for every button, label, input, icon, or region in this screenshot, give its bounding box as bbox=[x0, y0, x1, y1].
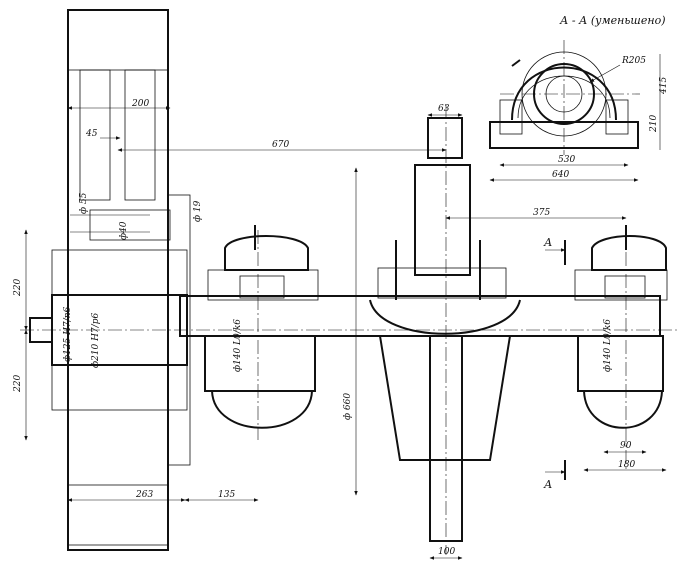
left-bearing bbox=[204, 225, 319, 440]
center-gear bbox=[369, 105, 521, 555]
section-letter-top: А bbox=[543, 236, 552, 249]
dim-660: ф 660 bbox=[343, 393, 353, 420]
dim-135: 135 bbox=[218, 490, 235, 500]
dim-200: 200 bbox=[131, 99, 149, 109]
dim-220-bottom: 220 bbox=[13, 375, 23, 393]
dim-90: 90 bbox=[620, 441, 632, 451]
dimensions: 200 45 670 63 375 ф 55 ф40 ф 19 220 220 … bbox=[13, 99, 667, 560]
section-letter-bottom: А bbox=[543, 478, 552, 491]
dim-100: 100 bbox=[438, 547, 455, 557]
dim-530: 530 bbox=[558, 155, 575, 165]
dim-40: ф40 bbox=[119, 221, 129, 240]
right-bearing bbox=[574, 225, 668, 470]
dim-210: ф210 H7/p6 bbox=[91, 313, 101, 368]
dim-55: ф 55 bbox=[79, 192, 89, 214]
dim-r205: R205 bbox=[621, 56, 646, 66]
dim-19: ф 19 bbox=[193, 200, 203, 222]
section-title: А - А (уменьшено) bbox=[559, 14, 666, 27]
dim-125: ф125 H7/n6 bbox=[63, 307, 73, 362]
dim-640: 640 bbox=[552, 170, 569, 180]
dim-670: 670 bbox=[272, 140, 289, 150]
dim-220-top: 220 bbox=[13, 279, 23, 297]
drive-wheel bbox=[29, 9, 191, 551]
dim-210-small: 210 bbox=[649, 115, 659, 133]
shaft bbox=[20, 295, 680, 337]
dim-45: 45 bbox=[85, 129, 98, 139]
section-view: А - А (уменьшено) R205 415 210 530 640 bbox=[489, 14, 669, 182]
dim-180: 180 bbox=[618, 460, 635, 470]
dim-140-right: ф140 L0/k6 bbox=[603, 319, 613, 372]
dim-375: 375 bbox=[533, 208, 550, 218]
dim-263: 263 bbox=[135, 490, 153, 500]
dim-63: 63 bbox=[438, 104, 450, 114]
dim-140-left: ф140 L0/k6 bbox=[233, 319, 243, 372]
dim-415: 415 bbox=[659, 77, 669, 95]
